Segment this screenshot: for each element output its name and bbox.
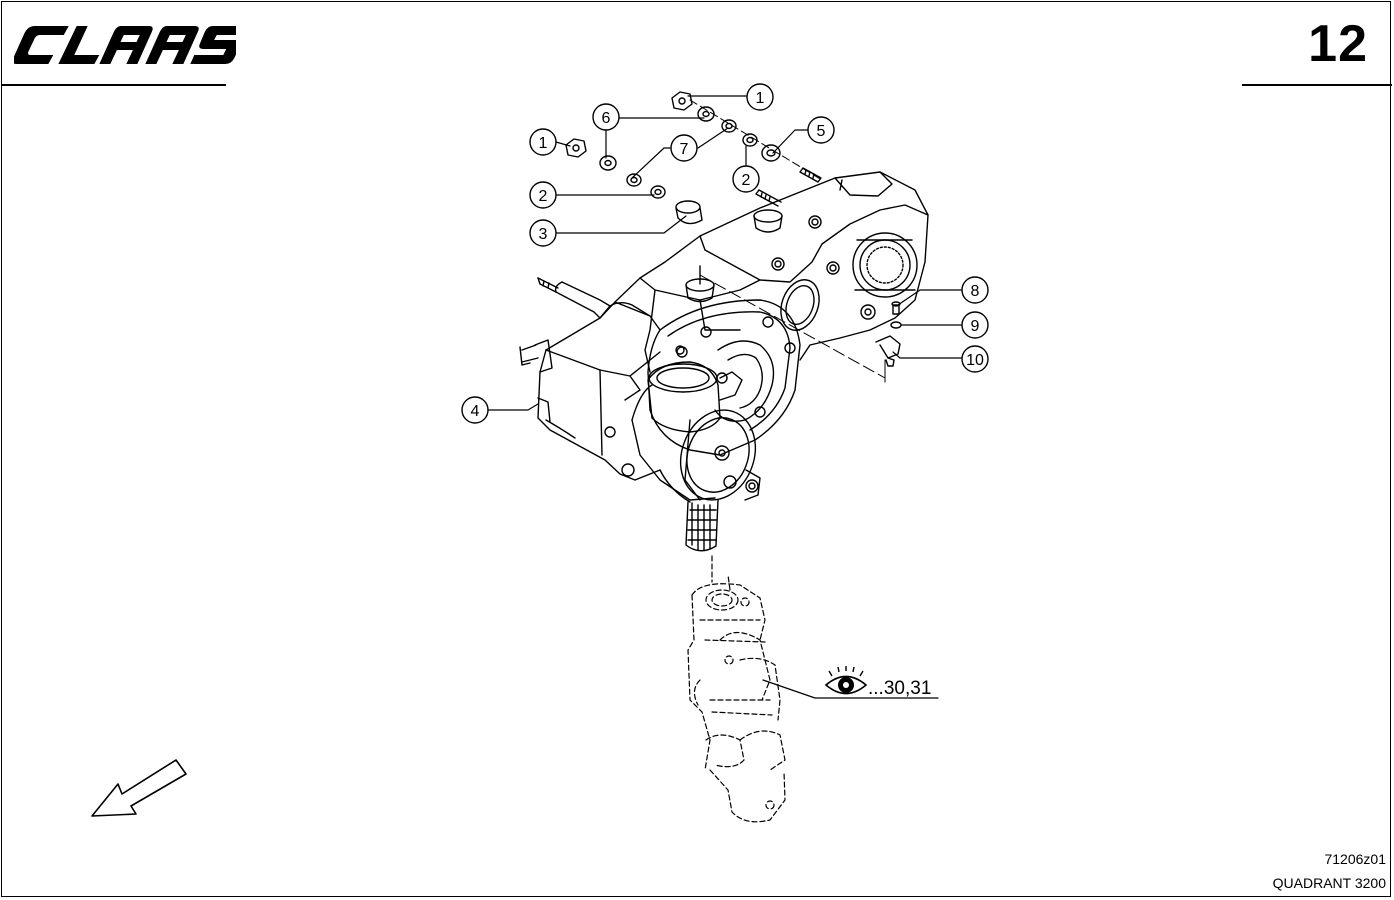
gearbox-housing [519, 171, 929, 552]
model-name: QUADRANT 3200 [1272, 875, 1386, 891]
svg-text:1: 1 [539, 135, 548, 152]
svg-text:2: 2 [742, 172, 751, 189]
claas-logo [14, 26, 236, 64]
pto-shaft-reference [687, 555, 786, 823]
callout-1-left: 1 [529, 128, 557, 156]
svg-text:10: 10 [966, 352, 984, 369]
svg-text:8: 8 [971, 283, 980, 300]
reference-leader [762, 679, 939, 699]
callout-2-left: 2 [529, 181, 557, 209]
svg-text:3: 3 [539, 226, 548, 243]
fastener-set [537, 91, 886, 383]
svg-text:6: 6 [602, 110, 611, 127]
reference-text: ...30,31 [868, 678, 931, 699]
header-rule-left [1, 84, 226, 86]
header-rule-right [1242, 84, 1392, 86]
callout-10: 10 [961, 345, 989, 373]
level-plug-set [875, 301, 902, 367]
page-number: 12 [1308, 15, 1368, 73]
callout-5: 5 [807, 116, 835, 144]
svg-text:9: 9 [971, 318, 980, 335]
direction-arrow-icon [91, 759, 187, 817]
callout-9: 9 [961, 311, 989, 339]
svg-text:1: 1 [756, 90, 765, 107]
eye-icon [824, 666, 868, 695]
callout-6: 6 [592, 103, 620, 131]
svg-text:5: 5 [817, 123, 826, 140]
callout-8: 8 [961, 276, 989, 304]
callout-7: 7 [670, 134, 698, 162]
callout-labels: 1 6 1 7 5 2 2 [461, 83, 989, 424]
drawing-code: 71206z01 [1324, 851, 1386, 867]
svg-text:4: 4 [471, 403, 480, 420]
callout-leaders [487, 95, 963, 411]
callout-2-right: 2 [732, 165, 760, 193]
callout-4: 4 [461, 396, 489, 424]
svg-text:2: 2 [539, 188, 548, 205]
callout-3: 3 [529, 219, 557, 247]
svg-text:7: 7 [680, 141, 689, 158]
callout-1-top: 1 [746, 83, 774, 111]
